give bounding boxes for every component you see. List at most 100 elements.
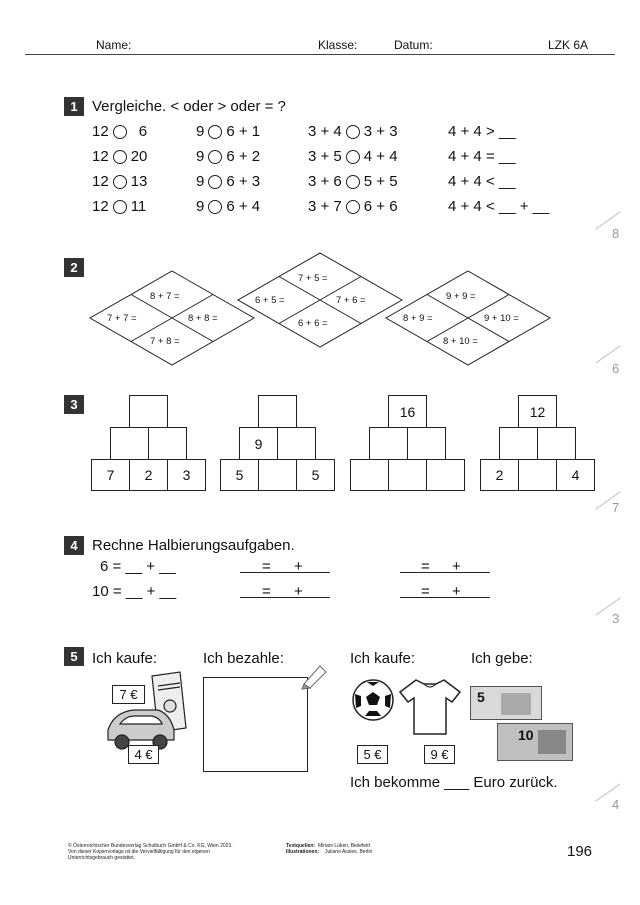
price-tag-car: 4 € xyxy=(128,745,159,764)
illustration-label: Illustrationen: xyxy=(286,849,320,855)
eq-sign: = xyxy=(421,583,430,600)
eq-sign: = xyxy=(262,558,271,575)
change-sentence[interactable]: Ich bekomme ___ Euro zurück. xyxy=(350,774,558,791)
pyramid4-base[interactable]: 4 xyxy=(556,459,595,491)
page-number: 196 xyxy=(567,843,593,860)
pyramid4-mid[interactable] xyxy=(499,427,538,460)
plus-sign: + xyxy=(452,583,461,600)
buy-label-1: Ich kaufe: xyxy=(92,650,158,667)
pyramid2-top[interactable] xyxy=(258,395,297,428)
task4-title: Rechne Halbierungsaufgaben. xyxy=(92,537,295,554)
pyramid4-mid[interactable] xyxy=(537,427,576,460)
task4-score: 3 xyxy=(612,611,620,626)
book-car-illustration xyxy=(107,671,187,750)
payment-box[interactable] xyxy=(203,677,308,772)
pyramid1-base[interactable]: 2 xyxy=(129,459,168,491)
pyramid3-base[interactable] xyxy=(426,459,465,491)
answer-line[interactable] xyxy=(400,597,490,598)
date-label: Datum: xyxy=(394,38,433,52)
copyright-line-2: Von dieser Kopiervorlage ist die Verviel… xyxy=(68,849,210,855)
task2-score: 6 xyxy=(612,361,620,376)
answer-line[interactable] xyxy=(240,597,330,598)
pyramid3-mid[interactable] xyxy=(369,427,408,460)
halving-row2[interactable]: 10 = __ + __ xyxy=(92,583,177,600)
illustration-value: Juliane Assies, Berlin xyxy=(325,849,373,855)
copyright-line-1: © Österreichischer Bundesverlag Schulbuc… xyxy=(68,843,233,849)
pyramid3-mid[interactable] xyxy=(407,427,446,460)
diamond1-left: 7 + 7 = xyxy=(107,313,137,324)
banknote-10-euro[interactable]: 10 xyxy=(497,723,573,761)
pyramid3-base[interactable] xyxy=(350,459,389,491)
task1-title: Vergleiche. < oder > oder = ? xyxy=(92,98,286,115)
answer-line[interactable] xyxy=(240,572,330,573)
pyramid1-top[interactable] xyxy=(129,395,168,428)
price-tag-ball: 5 € xyxy=(357,745,388,764)
pyramid2-base[interactable]: 5 xyxy=(220,459,259,491)
diamond2-top: 7 + 5 = xyxy=(298,273,328,284)
banknote-5-euro[interactable]: 5 xyxy=(470,686,542,720)
plus-sign: + xyxy=(294,583,303,600)
eq-sign: = xyxy=(421,558,430,575)
diamond3-bottom: 8 + 10 = xyxy=(443,336,478,347)
compare-circle[interactable] xyxy=(112,174,127,189)
compare-circle[interactable] xyxy=(208,174,223,189)
copyright-line-3: Unterrichtsgebrauch gestattet. xyxy=(68,855,135,861)
pyramid3-base[interactable] xyxy=(388,459,427,491)
task1-number: 1 xyxy=(64,97,84,116)
banknote-image xyxy=(501,693,531,715)
text-source-label: Textquellen: xyxy=(286,843,316,849)
pencil-icon xyxy=(301,665,327,690)
diamond1-top: 8 + 7 = xyxy=(150,291,180,302)
compare-circle[interactable] xyxy=(208,149,223,164)
answer-line[interactable] xyxy=(400,572,490,573)
compare-circle[interactable] xyxy=(112,199,127,214)
price-tag-shirt: 9 € xyxy=(424,745,455,764)
pyramid1-mid[interactable] xyxy=(148,427,187,460)
pyramid2-base[interactable] xyxy=(258,459,297,491)
t-shirt-icon xyxy=(398,679,462,735)
task5-score: 4 xyxy=(612,797,620,812)
diamond1-right: 8 + 8 = xyxy=(188,313,218,324)
pyramid2-mid[interactable]: 9 xyxy=(239,427,278,460)
diamond3-left: 8 + 9 = xyxy=(403,313,433,324)
compare-circle[interactable] xyxy=(345,149,360,164)
compare-circle[interactable] xyxy=(345,174,360,189)
compare-circle[interactable] xyxy=(345,124,360,139)
task3-number: 3 xyxy=(64,395,84,414)
header-line xyxy=(25,54,615,55)
diamond2-left: 6 + 5 = xyxy=(255,295,285,306)
plus-sign: + xyxy=(294,558,303,575)
pyramid1-base[interactable]: 3 xyxy=(167,459,206,491)
pyramid4-base[interactable]: 2 xyxy=(480,459,519,491)
halving-row1[interactable]: 6 = __ + __ xyxy=(100,558,176,575)
diamond3-right: 9 + 10 = xyxy=(484,313,519,324)
banknote-image xyxy=(538,730,566,754)
text-source-value: Miriam Lüken, Bielefeld xyxy=(318,843,370,849)
compare-circle[interactable] xyxy=(208,124,223,139)
pyramid1-base[interactable]: 7 xyxy=(91,459,130,491)
eq-sign: = xyxy=(262,583,271,600)
name-label: Name: xyxy=(96,38,132,52)
task1-score: 8 xyxy=(612,226,620,241)
pyramid4-base[interactable] xyxy=(518,459,557,491)
pyramid2-base[interactable]: 5 xyxy=(296,459,335,491)
buy-label-2: Ich kaufe: xyxy=(350,650,416,667)
pyramid4-top[interactable]: 12 xyxy=(518,395,557,428)
pyramid2-mid[interactable] xyxy=(277,427,316,460)
task1-col4: 4 + 4 > __ 4 + 4 = __ 4 + 4 < __ 4 + 4 <… xyxy=(448,123,550,215)
pyramid1-mid[interactable] xyxy=(110,427,149,460)
diamond1-bottom: 7 + 8 = xyxy=(150,336,180,347)
give-label: Ich gebe: xyxy=(471,650,533,667)
compare-circle[interactable] xyxy=(208,199,223,214)
diamond2-bottom: 6 + 6 = xyxy=(298,318,328,329)
pyramid3-top[interactable]: 16 xyxy=(388,395,427,428)
soccer-ball-icon xyxy=(352,679,394,721)
test-code: LZK 6A xyxy=(548,38,589,52)
compare-circle[interactable] xyxy=(112,149,127,164)
compare-circle[interactable] xyxy=(345,199,360,214)
compare-circle[interactable] xyxy=(112,124,127,139)
